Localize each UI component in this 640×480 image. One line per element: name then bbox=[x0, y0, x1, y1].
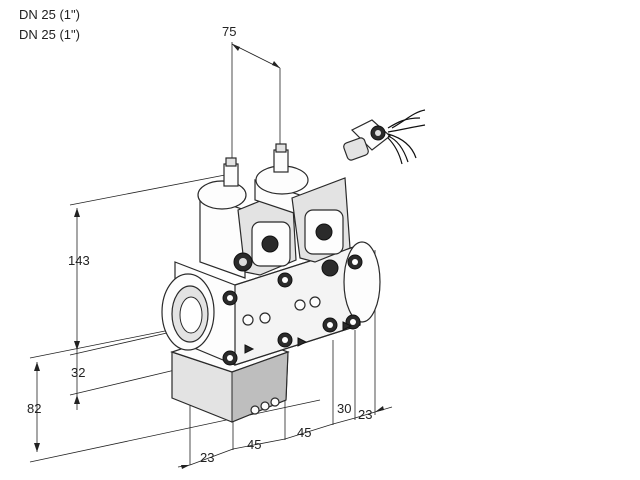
dim-bottom-b: 45 bbox=[247, 437, 261, 452]
solenoid-connector-icon bbox=[343, 109, 426, 165]
dim-height-main: 143 bbox=[68, 253, 90, 268]
dim-height-lower: 32 bbox=[71, 365, 85, 380]
header-size-2: DN 25 (1") bbox=[19, 27, 80, 42]
header-size-1: DN 25 (1") bbox=[19, 7, 80, 22]
dim-right-a: 30 bbox=[337, 401, 351, 416]
dim-top-spacing: 75 bbox=[222, 24, 236, 39]
dim-height-base: 82 bbox=[27, 401, 41, 416]
dim-bottom-a: 23 bbox=[200, 450, 214, 465]
dim-right-b: 23 bbox=[358, 407, 372, 422]
dim-bottom-c: 45 bbox=[297, 425, 311, 440]
valve-body bbox=[161, 143, 381, 423]
